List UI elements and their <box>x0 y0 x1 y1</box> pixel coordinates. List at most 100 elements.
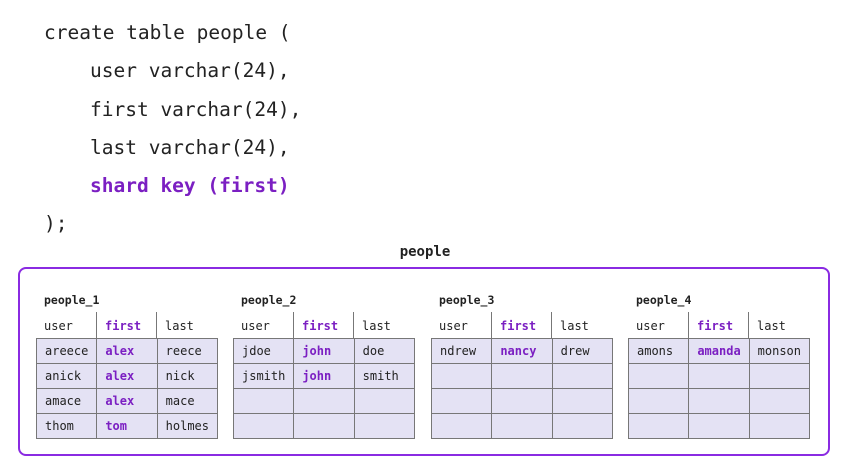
shard-key-cell: nancy <box>491 338 553 364</box>
shard-key-column-header: first <box>293 312 353 338</box>
table-cell: drew <box>551 338 614 364</box>
table-cell <box>551 363 614 389</box>
table-row <box>430 413 614 439</box>
table-cell: amons <box>627 338 690 364</box>
shard-key-cell: john <box>293 338 355 364</box>
table-cell: monson <box>748 338 811 364</box>
table-cell: anick <box>35 363 98 389</box>
table-cell <box>232 388 295 414</box>
table-cell: reece <box>156 338 219 364</box>
column-header: last <box>551 312 611 338</box>
shard-key-cell <box>293 413 355 439</box>
shard-name: people_3 <box>439 293 495 307</box>
shard-name: people_1 <box>44 293 100 307</box>
shard-key-cell: alex <box>96 338 158 364</box>
shard-key-cell: john <box>293 363 355 389</box>
sql-code-block: create table people ( user varchar(24), fi… <box>44 14 301 244</box>
table-cell <box>551 388 614 414</box>
table-cell <box>430 363 493 389</box>
shard-key-cell <box>491 413 553 439</box>
shard-key-cell: tom <box>96 413 158 439</box>
shard-key-cell <box>491 363 553 389</box>
table-cell: ndrew <box>430 338 493 364</box>
code-line: first varchar(24), <box>90 97 302 121</box>
shard-key-column-header: first <box>688 312 748 338</box>
code-line: last varchar(24), <box>90 135 290 159</box>
shard-key-cell <box>293 388 355 414</box>
shard-key-cell <box>491 388 553 414</box>
table-cell <box>748 363 811 389</box>
column-header: user <box>241 319 270 333</box>
table-row <box>430 363 614 389</box>
table-cell: areece <box>35 338 98 364</box>
table-cell: jsmith <box>232 363 295 389</box>
shard-key-cell: alex <box>96 388 158 414</box>
table-cell <box>748 388 811 414</box>
table-cell <box>232 413 295 439</box>
column-header: last <box>748 312 808 338</box>
table-cell: nick <box>156 363 219 389</box>
column-header: user <box>636 319 665 333</box>
table-row <box>627 363 811 389</box>
code-line: create table people ( <box>44 21 291 44</box>
shard-key-cell: amanda <box>688 338 750 364</box>
column-header: user <box>44 319 73 333</box>
code-line: ); <box>44 212 68 236</box>
table-cell <box>627 388 690 414</box>
table-cell: amace <box>35 388 98 414</box>
table-row <box>627 388 811 414</box>
table-cell <box>430 388 493 414</box>
table-cell <box>551 413 614 439</box>
column-headers: user first last <box>233 312 415 338</box>
diagram-title: people <box>399 244 451 260</box>
shard-key-column-header: first <box>96 312 156 338</box>
table-row <box>627 413 811 439</box>
table-cell: jdoe <box>232 338 295 364</box>
column-headers: user first last <box>431 312 613 338</box>
table-cell: smith <box>353 363 416 389</box>
table-cell: holmes <box>156 413 219 439</box>
table-cell: thom <box>35 413 98 439</box>
shard-key-cell: alex <box>96 363 158 389</box>
table-row <box>232 413 416 439</box>
table-cell: doe <box>353 338 416 364</box>
shard-key-cell <box>688 413 750 439</box>
shard-key-line: shard key (first) <box>90 174 290 198</box>
table-row <box>430 388 614 414</box>
table-row <box>232 388 416 414</box>
shard-key-cell <box>688 388 750 414</box>
table-cell <box>353 413 416 439</box>
column-header: last <box>156 312 216 338</box>
column-header: last <box>353 312 413 338</box>
table-cell <box>353 388 416 414</box>
table-cell: mace <box>156 388 219 414</box>
column-headers: user first last <box>628 312 810 338</box>
table-cell <box>430 413 493 439</box>
column-header: user <box>439 319 468 333</box>
code-line: user varchar(24), <box>90 59 290 83</box>
table-cell <box>748 413 811 439</box>
table-cell <box>627 363 690 389</box>
shard-key-column-header: first <box>491 312 551 338</box>
database-frame <box>18 267 830 456</box>
column-headers: user first last <box>36 312 218 338</box>
shard-name: people_2 <box>241 293 297 307</box>
table-cell <box>627 413 690 439</box>
shard-name: people_4 <box>636 293 692 307</box>
